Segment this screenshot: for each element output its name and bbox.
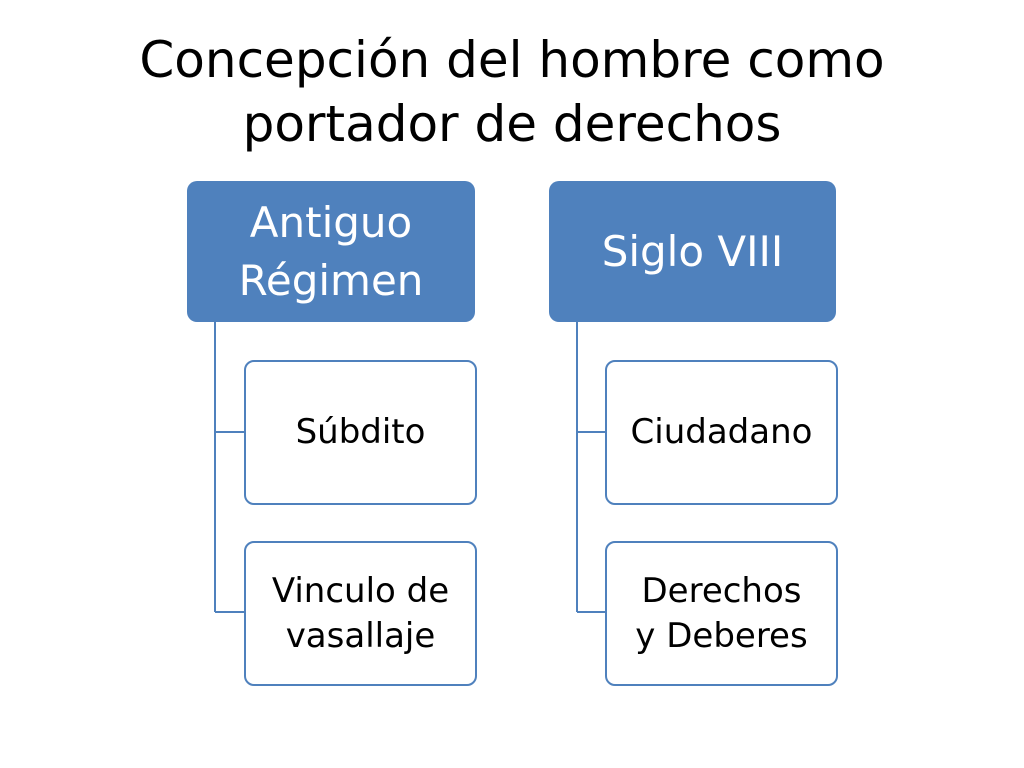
head-box-antiguo-regimen: Antiguo Régimen (187, 181, 475, 322)
child-label-line-1: Vinculo de (271, 570, 450, 611)
child-box-ciudadano: Ciudadano (605, 360, 838, 505)
slide-title-line-2: portador de derechos (242, 95, 782, 153)
connector-siglo-viii (576, 322, 607, 613)
connector-antiguo-regimen (214, 322, 245, 613)
head-box-siglo-viii: Siglo VIII (549, 181, 836, 322)
child-box-derechos-y-deberes: Derechos y Deberes (605, 541, 838, 686)
head-label-line-1: Antiguo (249, 197, 413, 247)
slide-title-line-1: Concepción del hombre como (139, 31, 885, 89)
slide-title: Concepción del hombre como portador de d… (0, 28, 1024, 156)
child-label-line-1: Ciudadano (630, 412, 813, 452)
head-label-line-1: Siglo VIII (601, 226, 784, 276)
child-label-line-2: y Deberes (635, 615, 808, 656)
child-label-line-1: Súbdito (295, 412, 426, 452)
head-label-line-2: Régimen (238, 255, 424, 305)
child-box-vinculo-de-vasallaje: Vinculo de vasallaje (244, 541, 477, 686)
child-label-line-1: Derechos (641, 570, 802, 611)
child-label-line-2: vasallaje (285, 615, 436, 656)
child-box-subdito: Súbdito (244, 360, 477, 505)
